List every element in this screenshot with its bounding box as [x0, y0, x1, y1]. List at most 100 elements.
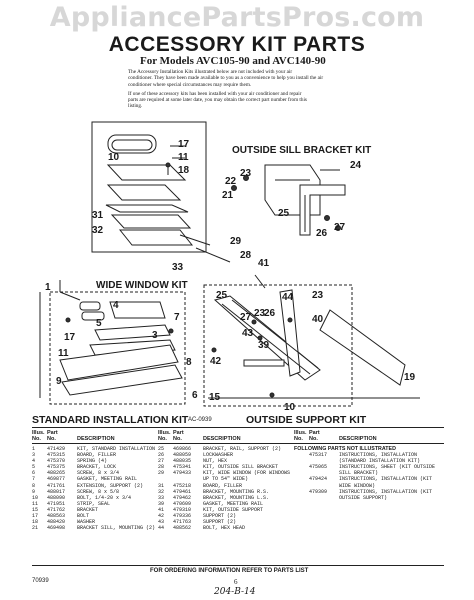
description: INSTRUCTIONS, INSTALLATION (KIT WIDE WIN…: [339, 476, 433, 489]
part-no: 471761: [47, 482, 66, 489]
header-rule: [32, 443, 444, 444]
col-part: Part: [309, 430, 320, 436]
description: EXTENSION, SUPPORT (2): [77, 482, 144, 489]
callout-label: 26: [264, 308, 276, 319]
callout-label: 25: [216, 290, 228, 301]
col-no: No.: [47, 436, 56, 443]
description: SUPPORT (2): [203, 519, 237, 526]
col-no: No.: [294, 436, 303, 443]
watermark: AppliancePartsPros.com: [49, 2, 425, 33]
callout-label: 17: [178, 139, 190, 150]
callout-label: 5: [96, 318, 102, 329]
illus-no: 18: [32, 519, 39, 526]
illus-no: [294, 464, 309, 476]
callout-label: 23: [240, 168, 252, 179]
part-no: 469498: [47, 525, 66, 532]
description: BRACKET, LOCK: [77, 464, 117, 471]
callout-label: 41: [258, 258, 270, 269]
description: KIT, OUTSIDE SILL BRACKET: [203, 464, 279, 471]
illus-no: 28: [158, 464, 165, 471]
description: INSTRUCTIONS, SHEET (KIT OUTSIDE SILL BR…: [339, 464, 436, 477]
table-header: Illus.Part No.No.DESCRIPTION: [32, 430, 172, 442]
intro-line: listing.: [128, 103, 143, 110]
callout-label: 26: [316, 228, 328, 239]
illus-no: 26: [158, 452, 165, 459]
table-row: 28 475341 KIT, OUTSIDE SILL BRACKET: [158, 464, 292, 470]
illus-no: 5: [32, 464, 36, 471]
illus-no: 29: [158, 470, 165, 477]
illus-no: 27: [158, 458, 165, 465]
part-no: 488420: [47, 519, 66, 526]
illus-no: 8: [32, 482, 36, 489]
description: BOARD, FILLER: [77, 452, 117, 459]
section-standard: STANDARD INSTALLATION KIT: [32, 414, 189, 426]
callout-label: 31: [92, 210, 104, 221]
illus-no: 33: [158, 494, 165, 501]
table-row: 4 475370 SPRING (4): [32, 458, 156, 464]
part-no: 479433: [173, 470, 192, 477]
callout-label: 21: [222, 190, 234, 201]
intro-line: If one of these accessory kits has been …: [128, 90, 302, 97]
intro-text: The Accessory Installation Kits illustra…: [128, 69, 388, 110]
callout-label: 23: [312, 290, 324, 301]
filler-board-group: [105, 134, 194, 246]
intro-line: conditioner where special circumstances …: [128, 81, 252, 88]
part-no: 470609: [173, 500, 192, 507]
part-no: 479461: [173, 488, 192, 495]
part-no: 475218: [173, 482, 192, 489]
part-no: 475370: [47, 458, 66, 465]
illus-no: 4: [32, 458, 36, 465]
callout-label: 29: [230, 236, 242, 247]
col-no: No.: [173, 436, 182, 443]
col-illus: Illus.: [158, 430, 171, 436]
callout-label: 9: [56, 376, 62, 387]
illus-no: 9: [32, 488, 36, 495]
illus-no: 7: [32, 476, 36, 483]
page-subtitle: For Models AVC105-90 and AVC140-90: [140, 55, 326, 67]
col-no: No.: [32, 436, 41, 443]
part-no: 475341: [173, 464, 192, 471]
description: SPRING (4): [77, 458, 108, 465]
part-no: 488563: [47, 513, 66, 520]
illus-no: 41: [158, 506, 165, 513]
callout-label: 11: [58, 348, 69, 359]
callout-label: 19: [404, 372, 416, 383]
part-no: 488017: [47, 488, 66, 495]
callout-label: 7: [174, 312, 180, 323]
col-desc: DESCRIPTION: [339, 436, 377, 443]
part-no: 479336: [173, 513, 192, 520]
ordering-info: FOR ORDERING INFORMATION REFER TO PARTS …: [150, 568, 309, 574]
parts-diagram: [39, 121, 420, 407]
description: BOLT, 1/4-20 x 3/4: [77, 494, 132, 501]
description: SCREW, 8 x 5/8: [77, 488, 120, 495]
illus-no: [294, 452, 309, 464]
col-no: No.: [158, 436, 167, 443]
table-row: 9 488017 SCREW, 8 x 5/8: [32, 489, 156, 495]
description: GASKET, MEETING RAIL: [77, 476, 138, 483]
illus-no: [294, 489, 309, 501]
page-number: 6: [234, 578, 238, 586]
description: STRIP, SEAL: [77, 500, 111, 507]
part-no: 471429: [47, 446, 66, 452]
col-desc: DESCRIPTION: [77, 436, 115, 443]
callout-label: 42: [210, 356, 222, 367]
intro-line: parts are required at some later date, y…: [128, 97, 307, 104]
callout-label: 11: [178, 152, 189, 163]
footer-rule: [32, 565, 444, 566]
illus-no: 42: [158, 513, 165, 520]
description: BRACKET, MOUNTING R.S.: [203, 488, 270, 495]
description: GASKET, MEETING RAIL: [203, 500, 264, 507]
callout-label: 40: [312, 314, 324, 325]
